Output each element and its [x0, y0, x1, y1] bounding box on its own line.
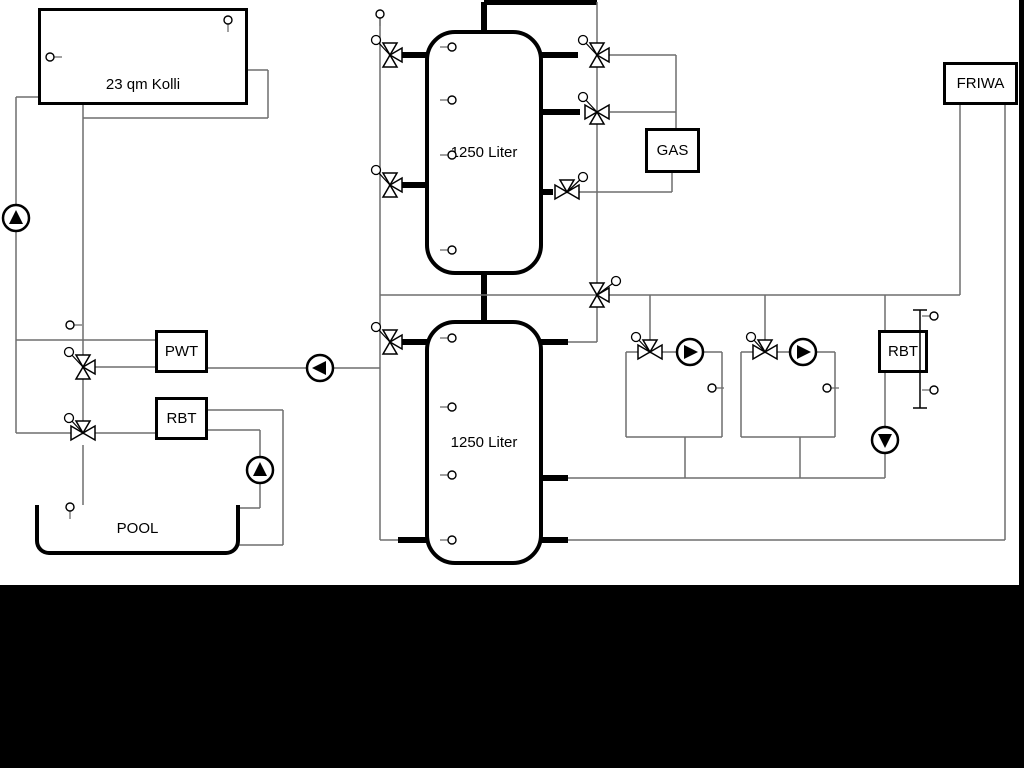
rbt-left-box: RBT	[155, 397, 208, 440]
bottom-black-band	[0, 585, 1024, 768]
pool-label: POOL	[116, 519, 159, 537]
fresh-water-station-box: FRIWA	[943, 62, 1018, 105]
gas-boiler-box: GAS	[645, 128, 700, 173]
fresh-water-station-label: FRIWA	[956, 75, 1005, 92]
buffer-tank-1: 1250 Liter	[425, 30, 543, 275]
plate-heat-exchanger-label: PWT	[164, 343, 199, 360]
buffer-tank-2: 1250 Liter	[425, 320, 543, 565]
plate-heat-exchanger-box: PWT	[155, 330, 208, 373]
rbt-right-box: RBT	[878, 330, 928, 373]
buffer-tank-1-label: 1250 Liter	[450, 144, 518, 161]
buffer-tank-2-label: 1250 Liter	[450, 434, 518, 451]
pool-basin: POOL	[35, 505, 240, 555]
solar-collector-label: 23 qm Kolli	[105, 76, 181, 93]
rbt-left-label: RBT	[166, 410, 197, 427]
rbt-right-label: RBT	[888, 343, 918, 360]
pipes-layer	[15, 0, 1006, 546]
gas-boiler-label: GAS	[656, 142, 689, 159]
solar-collector-box: 23 qm Kolli	[38, 8, 248, 105]
